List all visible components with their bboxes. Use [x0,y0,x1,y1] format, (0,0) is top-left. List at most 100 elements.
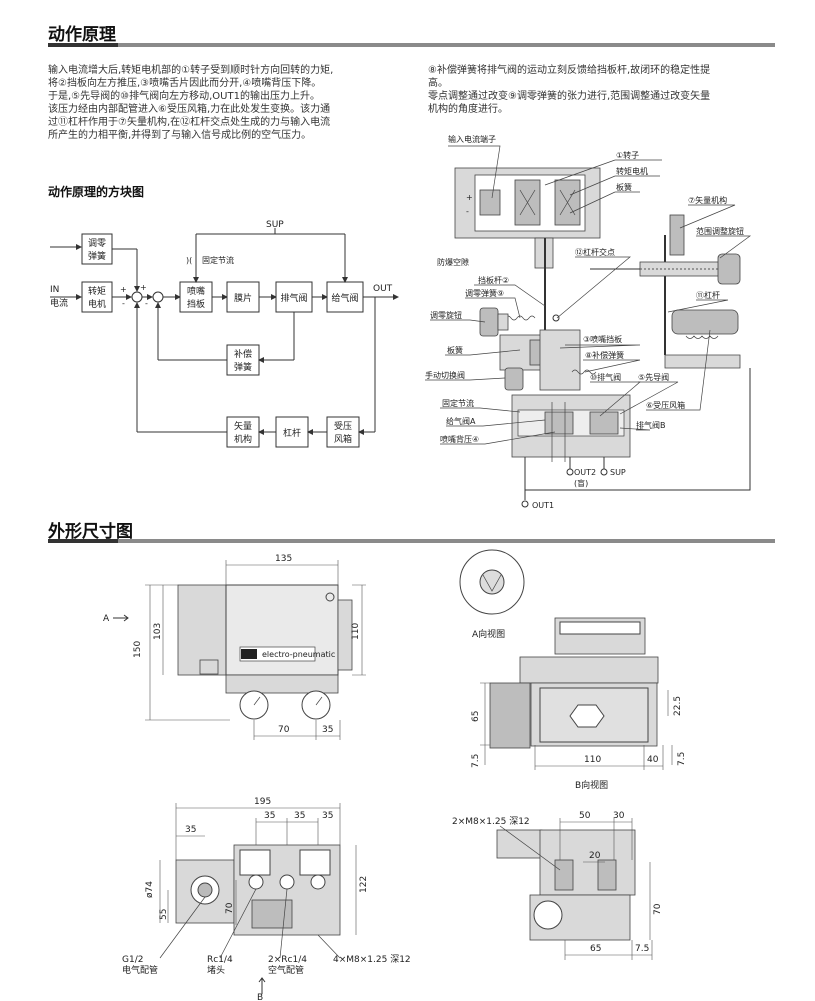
block-bellows [326,416,360,448]
svg-text:35: 35 [294,811,305,821]
block-vector [226,416,260,448]
block-in-label: IN [50,285,59,295]
svg-text:给气阀A: 给气阀A [446,416,476,426]
svg-text:补偿: 补偿 [234,348,252,360]
side-view: 50 30 20 70 65 7.5 2×M8×1.25 深12 [452,811,663,960]
svg-text:30: 30 [613,811,625,821]
section-title-principle: 动作原理 [48,25,116,45]
block-supply-valve [326,281,364,313]
svg-text:堵头: 堵头 [207,964,225,976]
svg-text:SUP: SUP [610,468,626,477]
svg-text:⑫杠杆交点: ⑫杠杆交点 [575,247,615,257]
svg-text:65: 65 [590,944,601,954]
svg-text:弹簧: 弹簧 [234,361,252,373]
svg-text:35: 35 [322,725,333,735]
block-diagram: 调零 弹簧 转矩 电机 IN 电流 + + - - 喷嘴 挡板 膜片 排气阀 给… [50,220,399,448]
port-rc14-air: 2×Rc1/4 [268,955,307,965]
svg-text:110: 110 [584,755,601,765]
svg-text:ø74: ø74 [145,881,155,898]
svg-text:22.5: 22.5 [673,696,683,716]
svg-text:喷嘴: 喷嘴 [187,286,205,297]
svg-text:7.5: 7.5 [635,944,649,954]
svg-text:电机: 电机 [88,298,106,310]
svg-text:喷嘴背压④: 喷嘴背压④ [440,434,479,444]
port-rc14: Rc1/4 [207,955,233,965]
label-input-terminal: 输入电流端子 [448,134,496,144]
block-zero-spring-l1: 调零 [88,238,106,249]
block-zero-spring-l2: 弹簧 [88,250,106,262]
mechanism-schematic: +- 输入电流端 [425,134,752,510]
thread-m8-bottom: 4×M8×1.25 深12 [333,954,411,965]
svg-text:⑤先导阀: ⑤先导阀 [638,372,669,382]
svg-text:65: 65 [471,711,481,722]
a-view: A向视图 [459,549,525,640]
svg-text:195: 195 [254,797,271,807]
block-zero-spring [81,233,113,265]
block-lever [275,416,309,448]
svg-text:给气阀: 给气阀 [331,292,358,304]
svg-text:A向视图: A向视图 [472,628,505,640]
svg-text:板簧: 板簧 [616,182,632,192]
svg-text:杠杆: 杠杆 [283,427,301,439]
svg-text:122: 122 [359,876,369,893]
principle-text-left: 输入电流增大后,转矩电机部的①转子受到顺时针方向回转的力矩, 将②挡板向左方推压… [48,65,334,141]
svg-text:调零弹簧⑨: 调零弹簧⑨ [465,288,504,298]
svg-text:7.5: 7.5 [677,752,687,766]
svg-text:排气阀: 排气阀 [280,292,307,304]
svg-text:⑥受压风箱: ⑥受压风箱 [646,400,685,410]
block-diagram-title: 动作原理的方块图 [48,185,145,199]
svg-text:手动切换阀: 手动切换阀 [425,370,465,380]
svg-text:+: + [466,193,473,202]
block-diaphragm [226,281,260,313]
section-title-dimensions: 外形尺寸图 [48,522,133,542]
svg-text:①转子: ①转子 [616,150,639,160]
svg-text:70: 70 [278,725,290,735]
svg-text:板簧: 板簧 [447,345,463,355]
svg-text:-: - [122,299,125,308]
block-restrictor: 固定节流 [202,255,234,265]
svg-text:35: 35 [322,811,333,821]
svg-text:103: 103 [153,623,163,640]
svg-text:B向视图: B向视图 [575,779,608,791]
svg-text:范围调整旋钮: 范围调整旋钮 [696,226,744,236]
svg-text:55: 55 [159,909,169,920]
svg-text:-: - [466,207,469,216]
svg-text:+: + [140,283,147,292]
svg-text:机构: 机构 [234,433,252,445]
svg-text:40: 40 [647,755,659,765]
device-brand: electro-pneumatic [262,650,335,659]
block-torque-motor [81,281,113,313]
svg-text:70: 70 [653,903,663,915]
svg-text:35: 35 [264,811,275,821]
svg-text:电气配管: 电气配管 [122,964,158,976]
svg-text:+: + [120,285,127,294]
svg-text:转矩: 转矩 [88,285,106,297]
principle-text-right: ⑧补偿弹簧将排气阀的运动立刻反馈给挡板杆,故闭环的稳定性提 高。 零点调整通过改… [428,65,711,115]
svg-text:固定节流: 固定节流 [442,398,474,408]
svg-text:-: - [145,299,148,308]
svg-text:OUT2: OUT2 [574,468,596,477]
block-nozzle [179,281,213,313]
svg-text:空气配管: 空气配管 [268,964,304,976]
svg-text:20: 20 [589,851,601,861]
svg-text:挡板: 挡板 [187,298,205,310]
arrow-a-label: A [103,614,110,624]
svg-text:矢量: 矢量 [234,420,252,432]
svg-text:⑪杠杆: ⑪杠杆 [696,290,720,300]
section-rule [48,43,775,47]
svg-text:135: 135 [275,554,292,564]
svg-text:排气阀B: 排气阀B [636,420,666,430]
svg-text:7.5: 7.5 [471,754,481,768]
svg-text:受压: 受压 [334,420,352,432]
svg-text:50: 50 [579,811,591,821]
svg-text:挡板杆②: 挡板杆② [478,275,509,285]
block-out-label: OUT [373,284,393,294]
svg-text:OUT1: OUT1 [532,501,554,510]
svg-text:⑦矢量机构: ⑦矢量机构 [688,195,727,205]
svg-text:)(: )( [186,256,192,265]
svg-text:110: 110 [351,623,361,640]
arrow-b-label: B [257,993,263,1001]
thread-m8-side: 2×M8×1.25 深12 [452,816,530,827]
block-sup-label: SUP [266,220,284,230]
